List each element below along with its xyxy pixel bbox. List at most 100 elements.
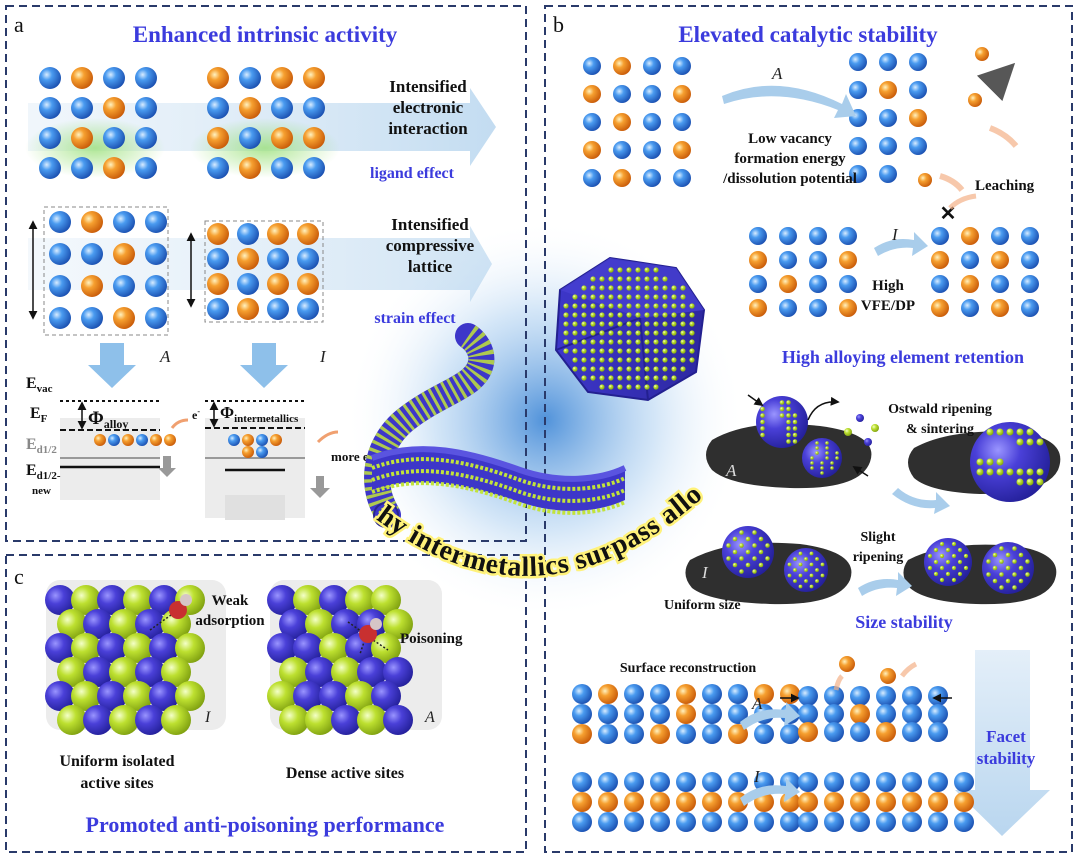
atom [175,633,205,663]
adsorbate-weak [149,594,192,631]
atom [590,357,596,363]
atom [702,772,722,792]
atom [815,446,819,450]
atom [599,285,605,291]
atom [581,330,587,336]
strain-arrow [28,226,492,302]
atom [820,573,825,578]
atom [45,681,75,711]
atom [103,67,125,89]
atom [653,339,659,345]
atom [581,348,587,354]
atom [1012,559,1017,564]
atom [957,559,963,565]
atom [991,299,1009,317]
atom [319,681,349,711]
ostwald-line-2: & sintering [906,422,974,437]
atom [928,722,948,742]
atom [671,366,677,372]
curved-arrow-b1 [722,85,856,118]
atom [583,141,601,159]
atom [590,348,596,354]
atom [242,446,254,458]
poisoning-label: Poisoning [400,631,463,647]
atom [752,569,757,574]
curved-arrow-f1 [740,702,800,730]
atom [608,339,614,345]
atom [71,681,101,711]
atom [97,585,127,615]
atom [207,67,229,89]
atom [839,275,857,293]
atom [256,434,268,446]
atom [671,348,677,354]
atom [824,704,844,724]
atom [267,273,289,295]
atom [653,357,659,363]
atom [815,579,819,583]
atom [680,312,686,318]
atom [815,451,819,455]
atom [779,299,797,317]
atom [820,461,824,465]
atom [608,276,614,282]
atom [849,53,867,71]
atom [728,772,748,792]
atom [653,294,659,300]
atom [590,366,596,372]
atom [242,434,254,446]
atom [792,413,798,418]
atom [303,67,325,89]
atom [643,85,661,103]
atom [798,584,803,589]
atom [635,276,641,282]
atom [673,169,691,187]
atom [624,724,644,744]
atom [45,585,75,615]
push-arrow [747,394,764,407]
lattice-a3 [49,211,167,329]
atom [879,109,897,127]
atom [676,792,696,812]
atom [650,684,670,704]
atom [752,530,757,535]
atom [754,684,774,704]
atom [305,705,335,735]
atom [626,384,632,390]
lattice-a2 [207,67,325,179]
atom [680,366,686,372]
atom [1012,546,1017,551]
atom [626,303,632,309]
atom [608,303,614,309]
atom [810,456,814,460]
atom [626,366,632,372]
label-I-b2: I [891,225,899,244]
atom [1025,572,1030,577]
atom [963,565,969,571]
atom [820,562,825,567]
curved-arrow-b3 [892,488,950,514]
atom [319,585,349,615]
atom [599,303,605,309]
new-label: new [32,485,51,497]
atom [228,434,240,446]
atom [635,303,641,309]
electron-atoms [94,434,282,458]
atom [671,312,677,318]
atom [835,456,839,460]
atom [787,562,792,567]
atom [635,267,641,273]
atom [798,551,803,556]
atom [849,81,867,99]
atom [780,684,800,704]
atom [939,541,945,547]
low-vacancy-line-3: /dissolution potential [722,171,857,187]
atom [815,568,819,572]
atom [745,536,751,542]
atom [961,299,979,317]
atom [608,330,614,336]
green-halo [25,118,165,178]
particle-ordered [982,542,1034,594]
atom [237,298,259,320]
atom [207,157,229,179]
